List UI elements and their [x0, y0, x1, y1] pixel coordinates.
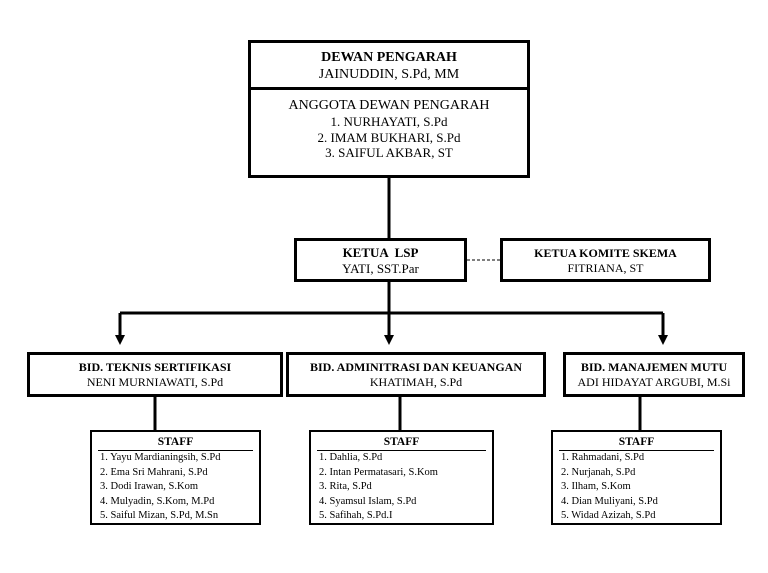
staff-item: 4. Syamsul Islam, S.Pd [319, 495, 417, 507]
staff-item: 5. Safihah, S.Pd.I [319, 510, 393, 522]
staff-box: STAFF 1. Rahmadani, S.Pd 2. Nurjanah, S.… [551, 430, 722, 525]
staff-item: 3. Rita, S.Pd [319, 481, 372, 493]
dewan-name: JAINUDDIN, S.Pd, MM [318, 67, 460, 82]
komite-skema-box: KETUA KOMITE SKEMA FITRIANA, ST [500, 238, 711, 282]
ketua-lsp-box: KETUA LSP YATI, SST.Par [294, 238, 467, 282]
anggota-item: 2. IMAM BUKHARI, S.Pd [317, 129, 461, 145]
division-title: BID. TEKNIS SERTIFIKASI [78, 360, 232, 374]
staff-item: 4. Mulyadin, S.Kom, M.Pd [100, 495, 215, 507]
staff-item: 2. Nurjanah, S.Pd [561, 466, 636, 478]
staff-box: STAFF 1. Yayu Mardianingsih, S.Pd 2. Ema… [90, 430, 261, 525]
staff-item: 3. Dodi Irawan, S.Kom [100, 481, 198, 493]
staff-item: 3. Ilham, S.Kom [561, 481, 631, 493]
staff-title: STAFF [383, 436, 420, 448]
ketua-title: KETUA LSP [342, 245, 419, 260]
staff-item: 1. Rahmadani, S.Pd [561, 452, 645, 463]
ketua-name: YATI, SST.Par [342, 261, 419, 276]
komite-title: KETUA KOMITE SKEMA [534, 246, 677, 260]
anggota-title: ANGGOTA DEWAN PENGARAH [288, 98, 490, 113]
staff-item: 5. Widad Azizah, S.Pd [561, 510, 656, 522]
staff-item: 4. Dian Muliyani, S.Pd [561, 495, 658, 507]
staff-item: 2. Intan Permatasari, S.Kom [319, 466, 438, 478]
anggota-item: 3. SAIFUL AKBAR, ST [325, 145, 453, 160]
division-box: BID. MANAJEMEN MUTU ADI HIDAYAT ARGUBI, … [563, 352, 745, 397]
division-head: KHATIMAH, S.Pd [369, 375, 463, 389]
dewan-title: DEWAN PENGARAH [321, 50, 457, 65]
dewan-pengarah-box: DEWAN PENGARAH JAINUDDIN, S.Pd, MM ANGGO… [248, 40, 530, 178]
staff-title: STAFF [157, 436, 194, 448]
staff-item: 5. Saiful Mizan, S.Pd, M.Sn [100, 510, 219, 522]
staff-box: STAFF 1. Dahlia, S.Pd 2. Intan Permatasa… [309, 430, 494, 525]
staff-title: STAFF [618, 436, 655, 448]
anggota-item: 1. NURHAYATI, S.Pd [330, 114, 448, 129]
staff-item: 1. Dahlia, S.Pd [319, 452, 383, 463]
komite-name: FITRIANA, ST [567, 261, 644, 275]
division-box: BID. TEKNIS SERTIFIKASI NENI MURNIAWATI,… [27, 352, 283, 397]
division-head: ADI HIDAYAT ARGUBI, M.Si [577, 375, 731, 389]
division-title: BID. ADMINITRASI DAN KEUANGAN [309, 360, 523, 374]
staff-item: 2. Ema Sri Mahrani, S.Pd [100, 466, 208, 478]
staff-item: 1. Yayu Mardianingsih, S.Pd [100, 452, 221, 463]
division-head: NENI MURNIAWATI, S.Pd [86, 375, 224, 389]
division-title: BID. MANAJEMEN MUTU [580, 360, 728, 374]
division-box: BID. ADMINITRASI DAN KEUANGAN KHATIMAH, … [286, 352, 546, 397]
